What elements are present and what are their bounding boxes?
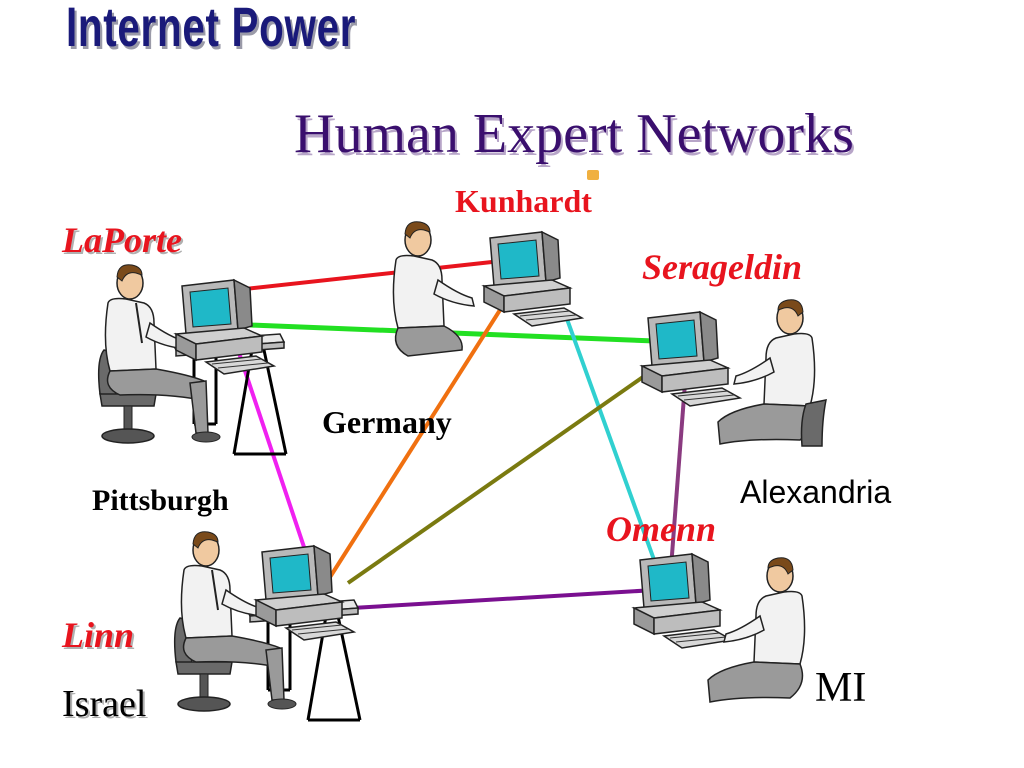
- place-label-pittsburgh: Pittsburgh: [92, 484, 229, 517]
- link-serageldin-omenn: [669, 369, 688, 569]
- link-laporte-kunhardt: [244, 260, 493, 291]
- link-laporte-linn: [236, 349, 307, 551]
- node-label-omenn: Omenn: [606, 509, 717, 549]
- place-label-germany: Germany: [322, 404, 452, 440]
- subtitle-accent-mark: [587, 170, 599, 180]
- workstation-omenn: [633, 553, 806, 703]
- place-label-israel: Israel: [62, 683, 147, 725]
- node-label-kunhardt: Kunhardt: [455, 183, 592, 219]
- place-label-alexandria: Alexandria: [740, 474, 892, 510]
- workstation-laporte: [97, 263, 288, 456]
- page-title: Internet Power: [66, 0, 357, 58]
- workstation-serageldin: [641, 299, 827, 447]
- link-serageldin-linn: [346, 368, 655, 585]
- node-label-serageldin: Serageldin: [642, 247, 803, 287]
- place-label-mi: MI: [815, 665, 867, 711]
- workstation-kunhardt: [392, 221, 583, 357]
- link-kunhardt-linn: [323, 308, 502, 587]
- link-linn-omenn: [351, 588, 656, 610]
- node-label-laporte: LaPorte: [62, 220, 182, 260]
- page-subtitle: Human Expert Networks: [294, 103, 854, 165]
- link-kunhardt-omenn: [561, 307, 659, 569]
- workstation-linn: [173, 530, 362, 722]
- node-label-linn: Linn: [62, 615, 135, 655]
